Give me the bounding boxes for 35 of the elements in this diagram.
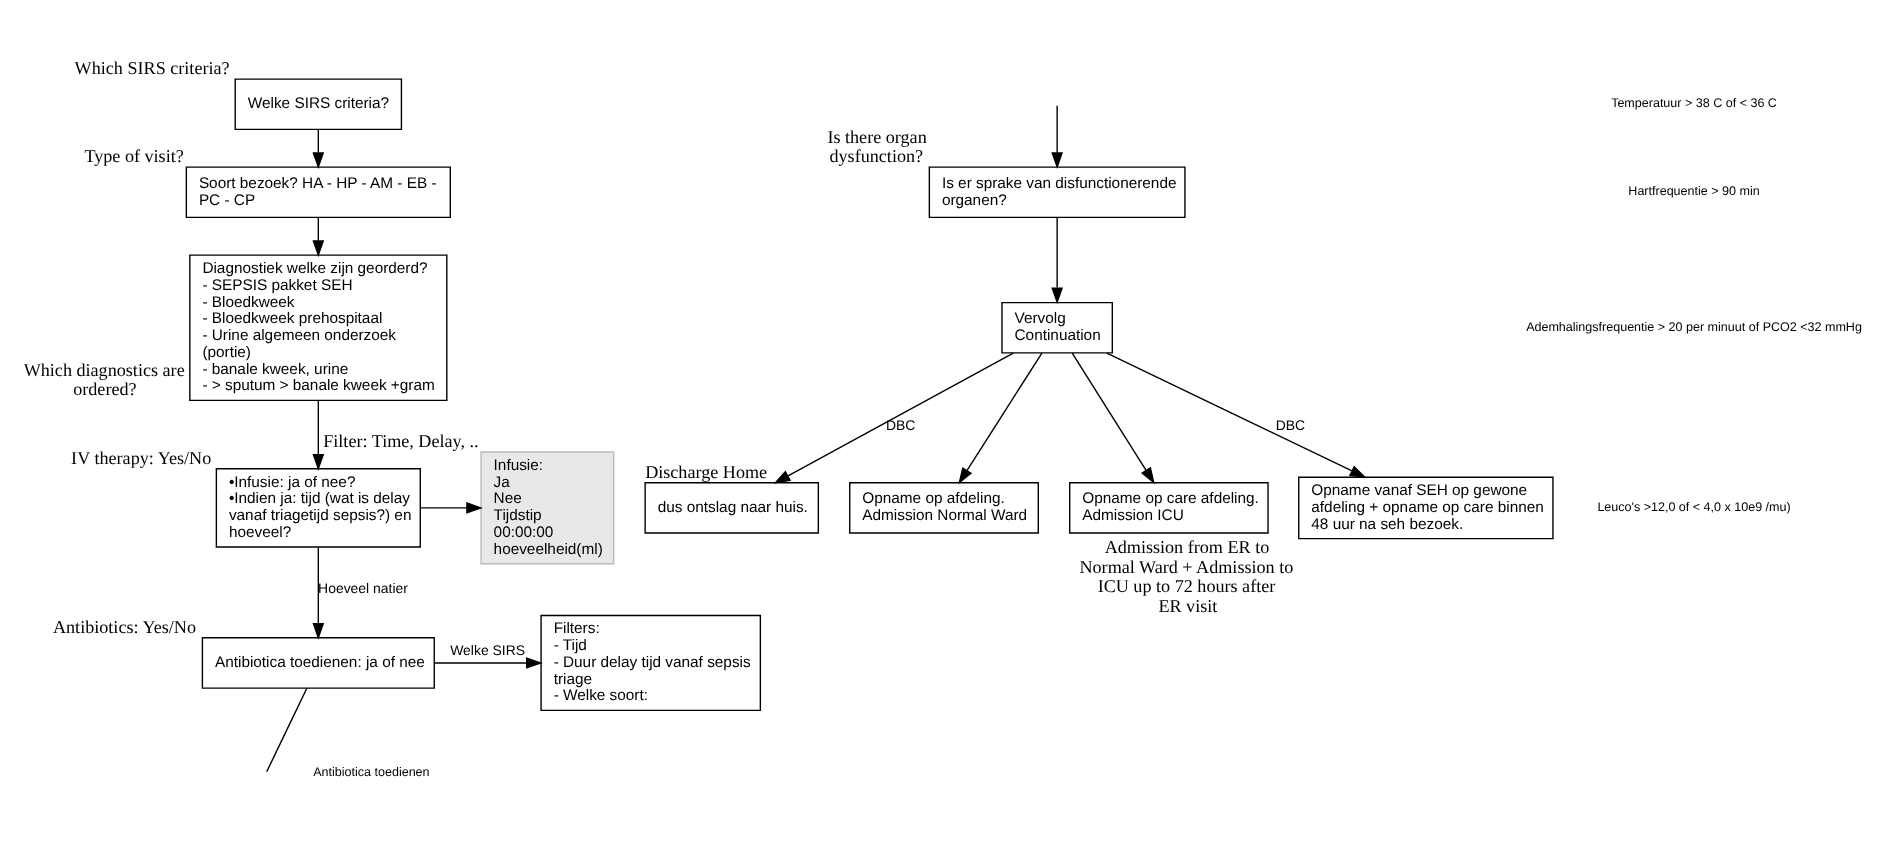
node-label: Which SIRS criteria? <box>74 57 230 78</box>
arrow <box>1106 351 1367 477</box>
arrow <box>312 399 325 470</box>
arrow <box>312 545 325 639</box>
node-box: Opname op care afdeling. Admission ICU <box>1069 481 1269 533</box>
node-box: Welke SIRS criteria? <box>234 77 403 130</box>
node-label: Discharge Home <box>645 460 768 481</box>
node-label: IV therapy: Yes/No <box>71 446 212 467</box>
connector <box>266 686 308 772</box>
node-label: Which diagnostics are ordered? <box>23 358 185 399</box>
arrow <box>1071 351 1155 484</box>
arrow <box>958 351 1043 484</box>
node-box: •Infusie: ja of nee? •Indien ja: tijd (wat is delay vanaf triagetijd sepsis?) en hoeveel? <box>215 467 421 547</box>
node-box: Antibiotica toedienen: ja of nee <box>201 636 435 688</box>
node-box: dus ontslag naar huis. <box>644 481 820 533</box>
node-box: Vervolg Continuation <box>1001 300 1113 353</box>
node-box: Opname vanaf SEH op gewone afdeling + opname op care binnen 48 uur na seh bezoek. <box>1298 475 1554 539</box>
node-label: Filter: Time, Delay, .. <box>323 430 479 451</box>
node-box: Filters: - Tijd - Duur delay tijd vanaf sepsis triage - Welke soort: <box>540 613 762 711</box>
node-label: Is there organ dysfunction? <box>827 125 927 166</box>
node-box: Is er sprake van disfunctionerende organen? <box>928 165 1186 218</box>
node-label: Type of visit? <box>84 145 184 166</box>
arrow <box>773 351 1014 483</box>
arrow <box>312 128 325 169</box>
arrow <box>433 656 543 668</box>
node-box: Opname op afdeling. Admission Normal Ward <box>849 481 1039 533</box>
node-box: Diagnostiek welke zijn georderd? - SEPSIS pakket SEH - Bloedkweek - Bloedkweek prehospitaal - Urine algemeen onderzoek (portie) - banale kweek, urine - > sputum > banale kweek +gram <box>189 253 448 401</box>
arrow <box>312 216 325 257</box>
node-box: Soort bezoek? HA - HP - AM - EB - PC - CP <box>185 165 451 218</box>
node-label: Admission from ER to Normal Ward + Admission to ICU up to 72 hours after ER visit <box>1079 536 1294 615</box>
arrow <box>1051 104 1063 168</box>
arrow <box>419 501 483 513</box>
node-box: Infusie: Ja Nee Tijdstip 00:00:00 hoeveelheid(ml) <box>480 450 615 564</box>
arrow <box>1051 216 1063 304</box>
node-label: Antibiotics: Yes/No <box>52 615 196 636</box>
